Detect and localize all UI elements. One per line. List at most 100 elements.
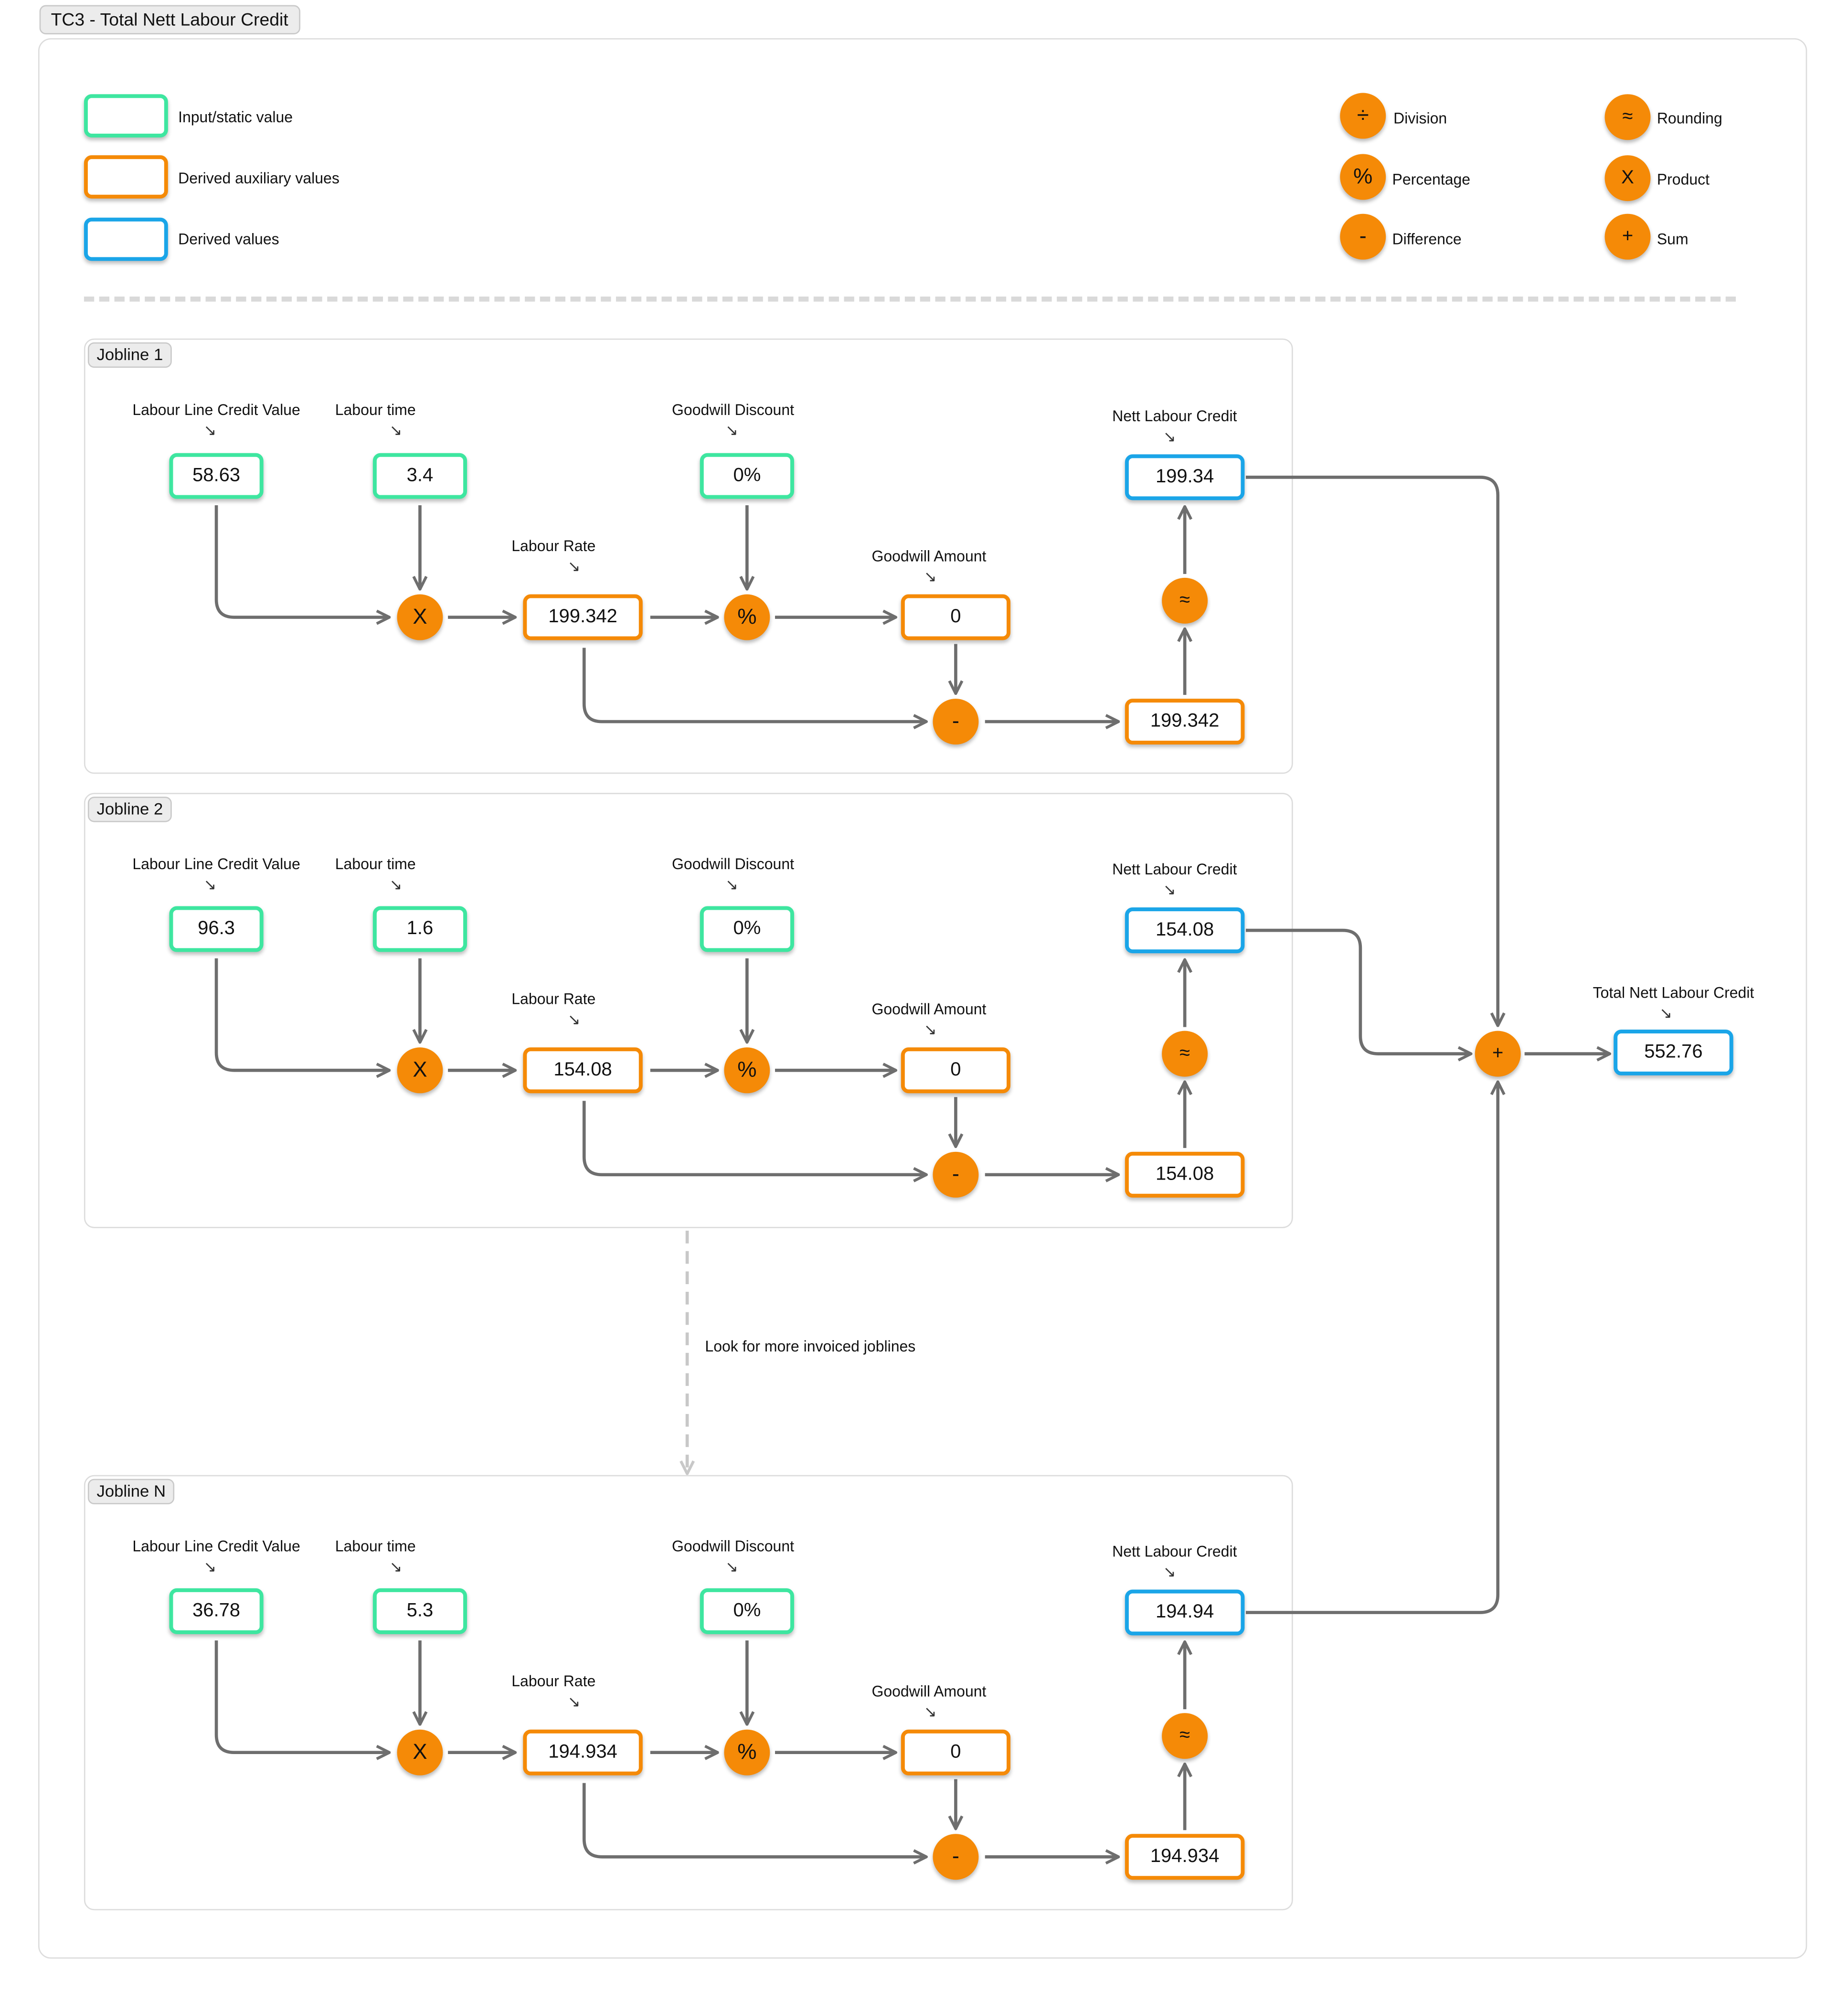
division-icon: ÷: [1340, 93, 1386, 139]
pointer-arrow-icon: ↘: [389, 875, 403, 894]
goodwill-amount-value: 0: [901, 1047, 1011, 1094]
difference-icon: -: [1340, 213, 1386, 260]
pointer-arrow-icon: ↘: [725, 1557, 738, 1576]
difference-icon: -: [933, 699, 979, 745]
edge-joblinen-to-sum: [1246, 1082, 1498, 1614]
pointer-arrow-icon: ↘: [203, 421, 217, 439]
pointer-arrow-icon: ↘: [203, 875, 217, 894]
nett-labour-credit-value: 154.08: [1125, 907, 1245, 954]
legend-auxiliary-label: Derived auxiliary values: [178, 169, 340, 187]
label-nett-labour-credit: Nett Labour Credit: [1112, 1542, 1237, 1561]
legend-input-label: Input/static value: [178, 108, 293, 126]
legend-difference-label: Difference: [1392, 230, 1462, 248]
percentage-icon: %: [1340, 154, 1386, 200]
difference-value: 154.08: [1125, 1151, 1245, 1198]
label-labour-time: Labour time: [335, 855, 416, 873]
difference-icon: -: [933, 1151, 979, 1198]
legend-percentage-label: Percentage: [1392, 170, 1471, 189]
goodwill-amount-value: 0: [901, 594, 1011, 640]
legend-derived-label: Derived values: [178, 230, 279, 248]
pointer-arrow-icon: ↘: [203, 1557, 217, 1576]
pointer-arrow-icon: ↘: [567, 1011, 581, 1029]
credit-value-input: 36.78: [169, 1588, 264, 1634]
edge-jobline2-to-sum: [1246, 928, 1471, 1054]
edge-credit-to-product: [214, 958, 389, 1071]
jobline-n-title: Jobline N: [87, 1479, 175, 1505]
jobline-panel-1: Jobline 1: [84, 338, 1293, 774]
label-labour-rate: Labour Rate: [511, 1672, 596, 1691]
product-icon: X: [1604, 155, 1651, 202]
goodwill-discount-input: 0%: [700, 906, 794, 952]
sum-icon: +: [1604, 213, 1651, 260]
label-labour-time: Labour time: [335, 401, 416, 419]
labour-time-input: 1.6: [372, 906, 467, 952]
credit-value-input: 96.3: [169, 906, 264, 952]
pointer-arrow-icon: ↘: [924, 567, 937, 585]
labour-time-input: 3.4: [372, 453, 467, 499]
labour-rate-value: 194.934: [523, 1729, 643, 1776]
pointer-arrow-icon: ↘: [924, 1702, 937, 1721]
label-goodwill-discount: Goodwill Discount: [672, 401, 795, 419]
legend-sum-label: Sum: [1657, 230, 1689, 248]
jobline-panel-2: Jobline 2: [84, 793, 1293, 1228]
nett-labour-credit-value: 199.34: [1125, 454, 1245, 500]
jobline-1-title: Jobline 1: [87, 342, 172, 368]
pointer-arrow-icon: ↘: [1659, 1004, 1672, 1022]
rounding-icon: ≈: [1162, 577, 1208, 624]
total-nett-labour-credit-value: 552.76: [1614, 1029, 1733, 1075]
edge-rate-to-difference: [582, 1101, 926, 1175]
rounding-icon: ≈: [1162, 1031, 1208, 1077]
difference-icon: -: [933, 1834, 979, 1880]
edge-rate-to-difference: [582, 1783, 926, 1857]
label-nett-labour-credit: Nett Labour Credit: [1112, 860, 1237, 878]
edge-credit-to-product: [214, 505, 389, 617]
sum-icon: +: [1475, 1031, 1521, 1077]
edge-jobline1-to-sum: [1246, 476, 1498, 1026]
labour-rate-value: 154.08: [523, 1047, 643, 1094]
label-goodwill-amount: Goodwill Amount: [871, 1682, 987, 1701]
legend-auxiliary-swatch: [84, 155, 168, 199]
product-icon: X: [397, 594, 443, 640]
pointer-arrow-icon: ↘: [1163, 1563, 1176, 1581]
labour-rate-value: 199.342: [523, 594, 643, 640]
label-labour-time: Labour time: [335, 1537, 416, 1555]
pointer-arrow-icon: ↘: [389, 1557, 403, 1576]
nett-labour-credit-value: 194.94: [1125, 1589, 1245, 1636]
label-nett-labour-credit: Nett Labour Credit: [1112, 407, 1237, 426]
rounding-icon: ≈: [1162, 1713, 1208, 1759]
edge-credit-to-product: [214, 1640, 389, 1753]
label-credit-value: Labour Line Credit Value: [132, 1537, 300, 1555]
label-credit-value: Labour Line Credit Value: [132, 855, 300, 873]
percentage-icon: %: [724, 1729, 770, 1776]
pointer-arrow-icon: ↘: [1163, 881, 1176, 899]
legend-division-label: Division: [1393, 109, 1447, 128]
difference-value: 194.934: [1125, 1834, 1245, 1880]
legend-derived-swatch: [84, 217, 168, 261]
product-icon: X: [397, 1729, 443, 1776]
percentage-icon: %: [724, 1047, 770, 1094]
goodwill-discount-input: 0%: [700, 453, 794, 499]
label-goodwill-amount: Goodwill Amount: [871, 1000, 987, 1018]
legend-input-swatch: [84, 94, 168, 138]
jobline-panel-n: Jobline N: [84, 1475, 1293, 1911]
label-goodwill-discount: Goodwill Discount: [672, 1537, 795, 1555]
pointer-arrow-icon: ↘: [389, 421, 403, 439]
rounding-icon: ≈: [1604, 94, 1651, 140]
label-goodwill-discount: Goodwill Discount: [672, 855, 795, 873]
legend-rounding-label: Rounding: [1657, 109, 1722, 128]
page-title: TC3 - Total Nett Labour Credit: [39, 5, 300, 34]
label-goodwill-amount: Goodwill Amount: [871, 547, 987, 565]
legend-product-label: Product: [1657, 170, 1710, 189]
difference-value: 199.342: [1125, 699, 1245, 745]
pointer-arrow-icon: ↘: [725, 421, 738, 439]
labour-time-input: 5.3: [372, 1588, 467, 1634]
label-labour-rate: Labour Rate: [511, 537, 596, 555]
edge-rate-to-difference: [582, 648, 926, 722]
more-joblines-note: Look for more invoiced joblines: [705, 1337, 916, 1356]
credit-value-input: 58.63: [169, 453, 264, 499]
pointer-arrow-icon: ↘: [924, 1021, 937, 1039]
percentage-icon: %: [724, 594, 770, 640]
jobline-2-title: Jobline 2: [87, 797, 172, 822]
pointer-arrow-icon: ↘: [1163, 427, 1176, 446]
